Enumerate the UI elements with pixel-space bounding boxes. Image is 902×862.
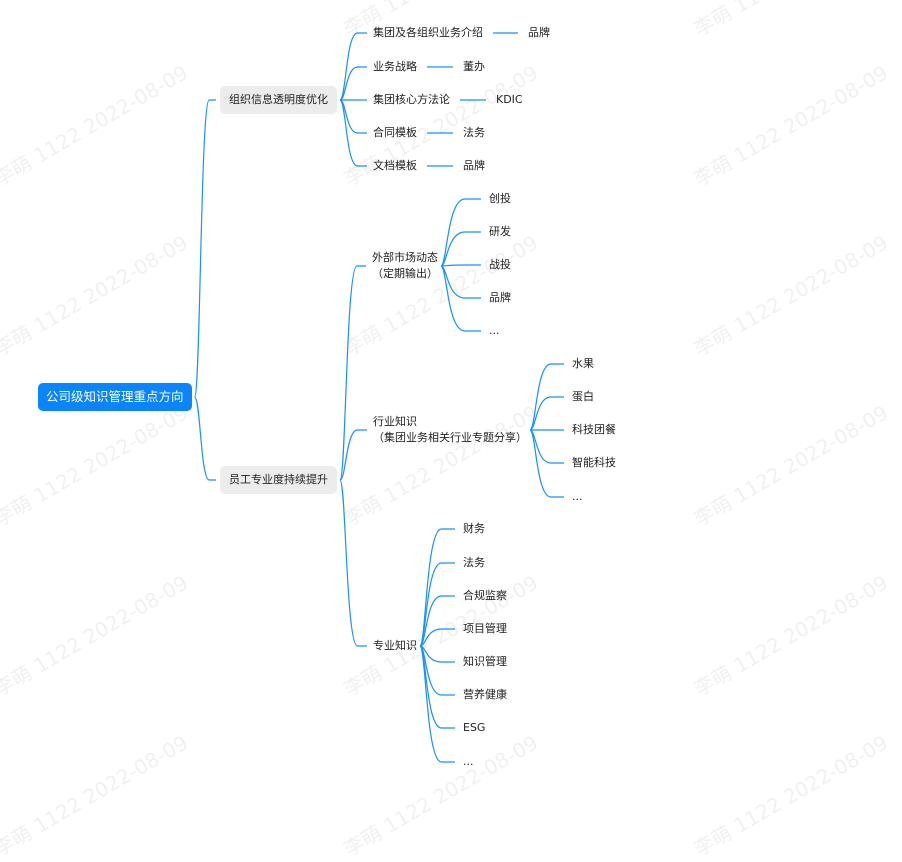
connector-curve [419, 645, 455, 763]
node-owner[interactable]: 董办 [463, 60, 485, 73]
node-professional-item[interactable]: 财务 [463, 522, 485, 535]
node-staff-professionalism[interactable]: 员工专业度持续提升 [220, 466, 337, 494]
connector-curve [440, 231, 481, 267]
connector-curve [339, 479, 367, 647]
connector-curve [193, 99, 216, 398]
connector-curve [440, 264, 481, 267]
node-professional-item[interactable]: 合规监察 [463, 589, 507, 602]
connector-curve [440, 198, 481, 267]
node-org-item[interactable]: 文档模板 [373, 159, 417, 172]
node-industry-item[interactable]: ... [572, 490, 583, 503]
node-market-item[interactable]: ... [489, 324, 500, 337]
node-industry-item[interactable]: 蛋白 [572, 390, 594, 403]
node-professional-item[interactable]: 项目管理 [463, 622, 507, 635]
node-market-trends[interactable]: 外部市场动态 （定期输出） [372, 251, 438, 280]
node-industry-item[interactable]: 智能科技 [572, 456, 616, 469]
node-owner[interactable]: KDIC [496, 93, 523, 106]
node-professional-item[interactable]: 法务 [463, 556, 485, 569]
node-org-item[interactable]: 业务战略 [373, 60, 417, 73]
node-industry-item[interactable]: 科技团餐 [572, 423, 616, 436]
node-owner[interactable]: 品牌 [528, 26, 550, 39]
node-org-transparency[interactable]: 组织信息透明度优化 [220, 86, 337, 114]
node-org-item[interactable]: 集团核心方法论 [373, 93, 450, 106]
connector-curve [339, 429, 367, 481]
node-professional-item[interactable]: 知识管理 [463, 655, 507, 668]
node-industry-item[interactable]: 水果 [572, 357, 594, 370]
node-org-item[interactable]: 合同模板 [373, 126, 417, 139]
node-professional-knowledge[interactable]: 专业知识 [373, 639, 417, 652]
connector-curve [529, 429, 564, 498]
node-owner[interactable]: 法务 [463, 126, 485, 139]
node-market-item[interactable]: 创投 [489, 192, 511, 205]
connector-curve [339, 66, 367, 101]
root-node[interactable]: 公司级知识管理重点方向 [38, 383, 192, 411]
node-professional-item[interactable]: ESG [463, 721, 486, 734]
node-professional-item[interactable]: 营养健康 [463, 688, 507, 701]
node-market-item[interactable]: 战投 [489, 258, 511, 271]
connector-curve [419, 595, 455, 647]
connector-curve [339, 265, 366, 481]
node-market-item[interactable]: 研发 [489, 225, 511, 238]
node-professional-item[interactable]: ... [463, 755, 474, 768]
connector-curve [529, 363, 564, 431]
mindmap-connectors [193, 32, 564, 763]
connector-curve [529, 396, 564, 431]
connector-curve [193, 396, 216, 481]
connector-curve [339, 32, 367, 101]
node-org-item[interactable]: 集团及各组织业务介绍 [373, 26, 483, 39]
node-market-item[interactable]: 品牌 [489, 291, 511, 304]
connector-curve [339, 99, 367, 167]
connector-curve [419, 628, 455, 647]
node-industry-knowledge[interactable]: 行业知识 （集团业务相关行业专题分享） [373, 415, 527, 444]
connector-curve [440, 265, 481, 332]
node-owner[interactable]: 品牌 [463, 159, 485, 172]
